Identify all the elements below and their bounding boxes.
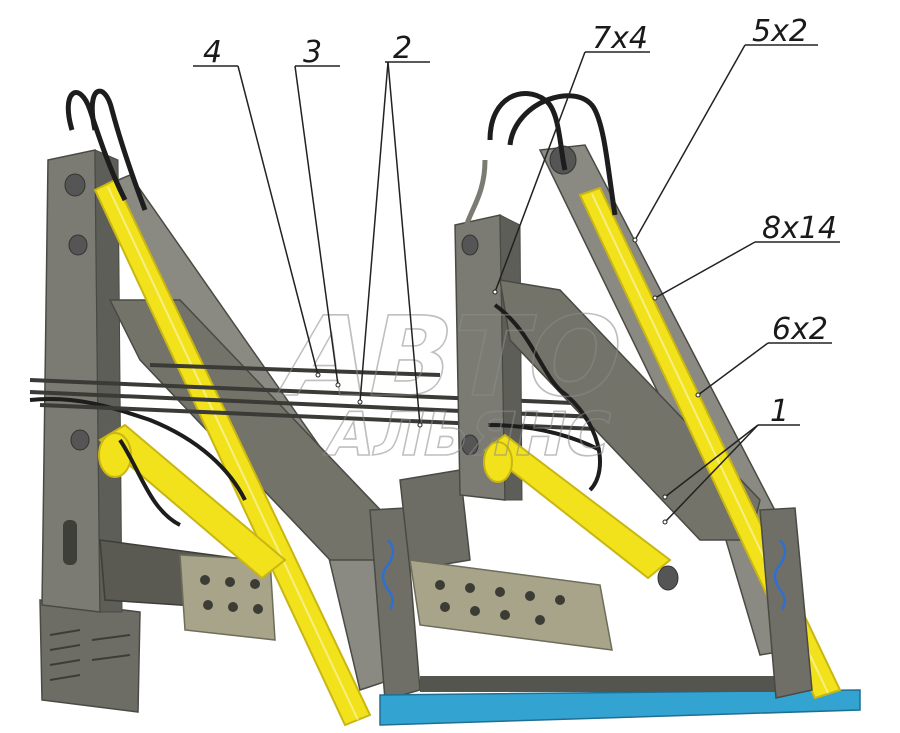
watermark: АВТО АЛЬЯНС — [270, 293, 636, 470]
left-post-slot — [63, 520, 77, 565]
right-blue-clip — [773, 539, 787, 611]
left-blue-clip — [381, 539, 395, 611]
center-bolt-plate-holes — [435, 580, 565, 625]
left-hose-2 — [89, 88, 148, 211]
left-post-pin-mid — [68, 234, 88, 256]
bucket-roller — [420, 676, 780, 692]
right-hose-2 — [507, 93, 618, 216]
callout-labels: 4 3 2 7x4 5x2 8x14 6x2 1 — [203, 14, 837, 429]
callouts — [193, 44, 840, 523]
callout-7x4-leader — [494, 51, 586, 293]
left-lift-cylinder — [98, 423, 287, 580]
callout-label-2: 2 — [393, 31, 412, 66]
right-hose-5 — [487, 423, 601, 452]
callout-label-1: 1 — [770, 394, 789, 429]
right-post-pin-low — [461, 434, 479, 456]
right-hose-4 — [493, 303, 602, 492]
callout-8x14-leader — [654, 241, 756, 299]
callout-1-leader-a — [664, 424, 759, 498]
center-bolt-plate — [409, 559, 613, 651]
callout-4-leader — [237, 65, 319, 376]
callout-5x2-leader — [634, 44, 746, 241]
left-lift-cylinder-eye — [98, 432, 132, 478]
callout-label-7x4: 7x4 — [592, 21, 648, 56]
callout-label-8x14: 8x14 — [762, 211, 837, 246]
left-mount-slots — [49, 629, 131, 681]
callout-label-4: 4 — [203, 35, 222, 70]
callout-label-5x2: 5x2 — [752, 14, 808, 49]
left-bolt-plate-holes — [200, 575, 263, 614]
right-assembly — [454, 91, 842, 700]
callout-target-dots — [315, 237, 701, 525]
callout-label-6x2: 6x2 — [772, 312, 828, 347]
right-hose-3 — [462, 159, 488, 231]
callout-6x2-leader — [697, 342, 769, 396]
right-post-pin-mid — [461, 234, 479, 256]
callout-2-leader-a — [359, 61, 389, 403]
callout-2-leader-b — [387, 61, 421, 426]
callout-1-leader-b — [664, 424, 759, 523]
left-post-pin-low — [70, 429, 90, 451]
left-post-pin-top — [64, 173, 86, 197]
watermark-line1: АВТО — [270, 294, 635, 422]
right-lift-cylinder — [483, 433, 672, 580]
watermark-line2: АЛЬЯНС — [320, 401, 617, 470]
left-assembly — [29, 88, 421, 727]
right-lift-cylinder-eye — [483, 441, 513, 483]
center-cross-tube — [399, 469, 471, 571]
left-hose-3 — [29, 397, 247, 501]
left-hose-4 — [118, 438, 181, 527]
callout-label-3: 3 — [303, 35, 322, 70]
callout-3-leader — [294, 65, 339, 386]
right-lift-cylinder-rod-end — [657, 565, 679, 591]
right-side-brace — [759, 507, 813, 699]
